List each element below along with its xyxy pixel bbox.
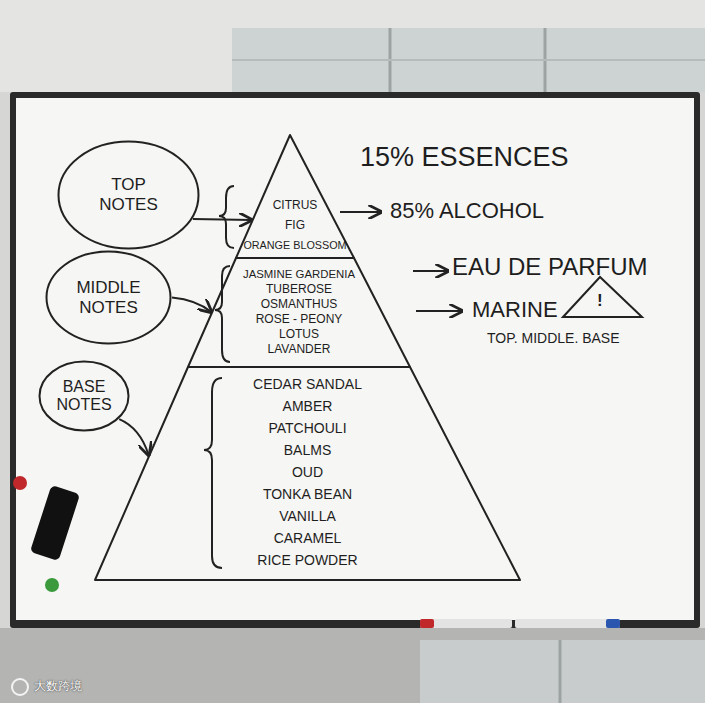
text-holder: CEDAR SANDALAMBERPATCHOULIBALMSOUDTONKA … — [95, 367, 520, 580]
text-holder: TOP NOTES — [57, 140, 200, 250]
board-note: 15% ESSENCES — [360, 143, 569, 173]
arrow-connector — [172, 298, 211, 313]
ingredient-name: VANILLA — [279, 505, 336, 527]
ingredient-name: BALMS — [284, 439, 331, 461]
ingredient-name: AMBER — [283, 395, 333, 417]
board-note: TOP. MIDDLE. BASE — [487, 331, 620, 346]
ingredient-name: CARAMEL — [274, 527, 342, 549]
note-circle: MIDDLE NOTES — [45, 250, 172, 345]
arrow-connector — [119, 419, 148, 455]
ingredient-name: ROSE - PEONY — [256, 312, 343, 327]
board-note: ! — [597, 292, 603, 311]
board-note: MARINE — [472, 298, 558, 322]
text-holder: JASMINE GARDENIATUBEROSEOSMANTHUSROSE - … — [188, 258, 410, 367]
pyramid-band: CEDAR SANDALAMBERPATCHOULIBALMSOUDTONKA … — [95, 367, 520, 580]
ingredient-name: TONKA BEAN — [263, 483, 352, 505]
text-holder: MIDDLE NOTES — [45, 250, 172, 345]
note-heading: TOP NOTES — [84, 175, 173, 214]
watermark: 大数跨境 — [34, 680, 82, 693]
board-note: 85% ALCOHOL — [390, 199, 544, 223]
board-note: EAU DE PARFUM — [452, 254, 648, 280]
ingredient-name: CEDAR SANDAL — [253, 373, 362, 395]
text-holder: CITRUSFIGORANGE BLOSSOM — [236, 135, 354, 258]
note-heading: MIDDLE NOTES — [69, 278, 148, 317]
ingredient-name: OSMANTHUS — [261, 297, 338, 312]
ingredient-name: ORANGE BLOSSOM — [243, 235, 346, 255]
ingredient-name: FIG — [285, 215, 305, 235]
ingredient-name: LOTUS — [279, 327, 319, 342]
ingredient-name: JASMINE GARDENIA — [243, 267, 355, 282]
ingredient-name: TUBEROSE — [266, 282, 332, 297]
arrow-connector — [193, 219, 252, 220]
ingredient-name: OUD — [292, 461, 323, 483]
pyramid-band: CITRUSFIGORANGE BLOSSOM — [236, 135, 354, 258]
note-circle: TOP NOTES — [57, 140, 200, 250]
note-heading: BASE NOTES — [56, 378, 113, 415]
ingredient-name: LAVANDER — [268, 342, 331, 357]
text-holder: BASE NOTES — [38, 360, 130, 432]
ingredient-name: PATCHOULI — [268, 417, 346, 439]
note-circle: BASE NOTES — [38, 360, 130, 432]
pyramid-band: JASMINE GARDENIATUBEROSEOSMANTHUSROSE - … — [188, 258, 410, 367]
ingredient-name: RICE POWDER — [257, 549, 357, 571]
ingredient-name: CITRUS — [273, 195, 318, 215]
